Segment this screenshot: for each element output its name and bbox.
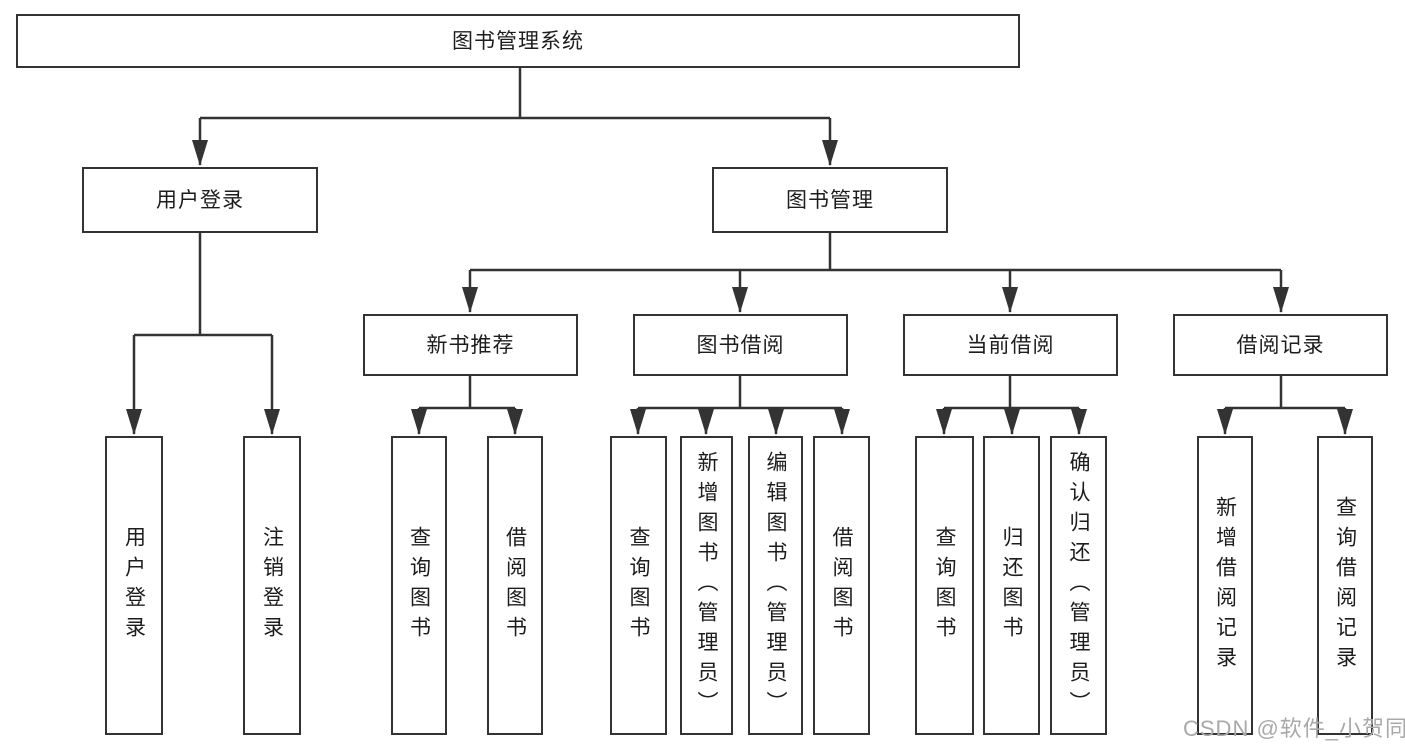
leaf-br-query-record: 查询借阅记录 <box>1317 436 1373 735</box>
node-current-borrow-label: 当前借阅 <box>966 333 1055 357</box>
leaf-br-query-record-label: 查询借阅记录 <box>1333 495 1357 676</box>
node-book-borrow: 图书借阅 <box>633 314 848 376</box>
leaf-nb-query-books-label: 查询图书 <box>407 525 431 646</box>
connector-root-split <box>200 68 830 120</box>
leaf-bb-edit-books-admin-label: 编辑图书（管理员） <box>764 450 787 721</box>
leaf-user-login: 用户登录 <box>105 436 163 735</box>
connector-borrow-records-split <box>1225 376 1345 410</box>
leaf-cb-return-books: 归还图书 <box>983 436 1040 735</box>
connector-book-borrow-split <box>638 376 842 410</box>
connector-book-management-split <box>470 233 1281 272</box>
leaf-logout-label: 注销登录 <box>260 525 284 646</box>
leaf-cb-confirm-return-admin-label: 确认归还（管理员） <box>1067 450 1090 721</box>
leaf-cb-query-books-label: 查询图书 <box>933 525 956 646</box>
leaf-bb-add-books-admin-label: 新增图书（管理员） <box>695 450 718 721</box>
node-borrow-records: 借阅记录 <box>1173 314 1388 376</box>
connector-new-book-recommend-split <box>419 376 515 410</box>
leaf-br-add-record: 新增借阅记录 <box>1197 436 1253 735</box>
node-new-book-recommend: 新书推荐 <box>363 314 578 376</box>
leaf-cb-return-books-label: 归还图书 <box>1000 525 1023 646</box>
leaf-cb-query-books: 查询图书 <box>915 436 974 735</box>
leaf-nb-borrow-books-label: 借阅图书 <box>503 525 527 646</box>
node-book-borrow-label: 图书借阅 <box>696 333 785 357</box>
node-user-login-label: 用户登录 <box>156 188 244 212</box>
csdn-watermark: CSDN @软件_小贺同学 <box>1183 716 1405 741</box>
node-user-login: 用户登录 <box>82 167 318 233</box>
leaf-nb-query-books: 查询图书 <box>391 436 447 735</box>
node-current-borrow: 当前借阅 <box>903 314 1118 376</box>
leaf-bb-query-books: 查询图书 <box>610 436 667 735</box>
leaf-logout: 注销登录 <box>243 436 301 735</box>
leaf-nb-borrow-books: 借阅图书 <box>487 436 543 735</box>
node-new-book-recommend-label: 新书推荐 <box>426 333 515 357</box>
leaf-bb-add-books-admin: 新增图书（管理员） <box>680 436 733 735</box>
node-library-system: 图书管理系统 <box>16 14 1020 68</box>
node-library-system-label: 图书管理系统 <box>452 29 584 53</box>
node-book-management: 图书管理 <box>712 167 948 233</box>
leaf-bb-borrow-books: 借阅图书 <box>813 436 870 735</box>
connector-user-login-split <box>134 233 272 337</box>
leaf-bb-borrow-books-label: 借阅图书 <box>830 525 853 646</box>
leaf-bb-query-books-label: 查询图书 <box>627 525 650 646</box>
leaf-br-add-record-label: 新增借阅记录 <box>1213 495 1237 676</box>
node-borrow-records-label: 借阅记录 <box>1236 333 1325 357</box>
leaf-user-login-label: 用户登录 <box>122 525 146 646</box>
connector-current-borrow-split <box>944 376 1079 410</box>
leaf-cb-confirm-return-admin: 确认归还（管理员） <box>1050 436 1107 735</box>
leaf-bb-edit-books-admin: 编辑图书（管理员） <box>748 436 803 735</box>
node-book-management-label: 图书管理 <box>786 188 874 212</box>
